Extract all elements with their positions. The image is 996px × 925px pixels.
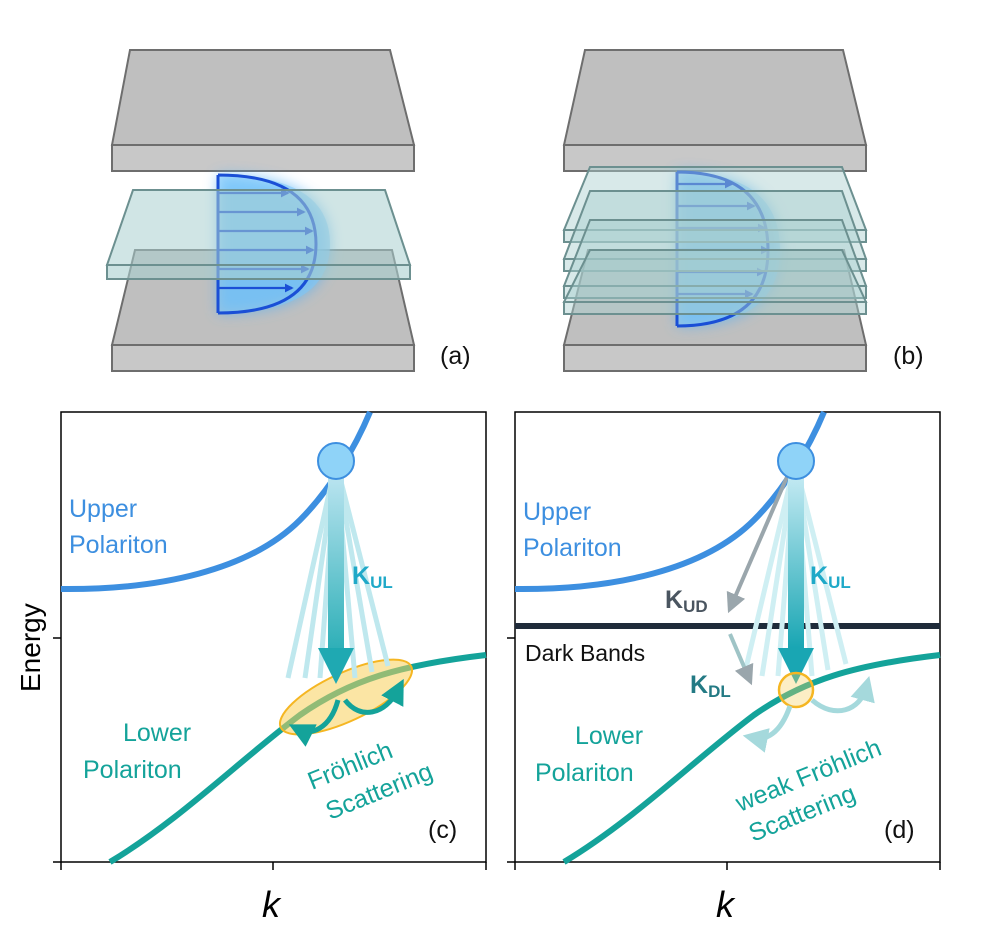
- plot-frame: [60, 411, 487, 863]
- upper-polariton-label-line1: Upper: [523, 498, 591, 526]
- top-mirror: [110, 49, 416, 172]
- scattering-region-highlight: [777, 671, 815, 709]
- dark-bands-label: Dark Bands: [525, 640, 645, 666]
- panel-a: (a): [105, 49, 471, 372]
- initial-state-circle: [317, 442, 355, 480]
- panel-d: Upper Polariton Dark Bands Lower Polarit…: [507, 410, 941, 925]
- panel-c-label: (c): [428, 816, 457, 844]
- kdl-label: KDL: [690, 671, 731, 701]
- weak-frohlich-scattering-arrows: [742, 675, 875, 753]
- lower-polariton-label-line2: Polariton: [535, 759, 634, 787]
- panel-b-label: (b): [893, 342, 924, 370]
- material-layers-stack: [562, 166, 868, 315]
- x-axis-label: k: [716, 884, 736, 925]
- kud-sub: UD: [683, 597, 708, 616]
- kdl-main: K: [690, 671, 708, 699]
- upper-polariton-label-line2: Polariton: [523, 534, 622, 562]
- lower-polariton-label-line1: Lower: [575, 722, 643, 750]
- lower-polariton-label-line2: Polariton: [83, 756, 182, 784]
- panel-c: Upper Polariton Lower Polariton KUL Fröh…: [15, 410, 487, 925]
- y-axis-label: Energy: [15, 603, 46, 692]
- kdl-arrow: [728, 633, 754, 686]
- plot-frame: [514, 411, 941, 863]
- top-mirror: [562, 49, 868, 172]
- lower-polariton-curve: [562, 652, 941, 865]
- upper-polariton-label-line1: Upper: [69, 495, 137, 523]
- kul-sub: UL: [370, 573, 393, 592]
- kdl-sub: DL: [708, 682, 731, 701]
- kud-arrow: [726, 469, 792, 614]
- axis-ticks: [53, 637, 487, 870]
- kud-main: K: [665, 586, 683, 614]
- kud-label: KUD: [665, 586, 708, 616]
- material-layer: [105, 189, 412, 280]
- kul-arrow: [778, 470, 814, 684]
- panel-b: (b): [562, 49, 924, 372]
- panel-a-label: (a): [440, 342, 471, 370]
- upper-polariton-label-line2: Polariton: [69, 531, 168, 559]
- kul-label: KUL: [352, 562, 393, 592]
- kul-main: K: [352, 562, 370, 590]
- kul-main: K: [810, 562, 828, 590]
- initial-state-circle: [777, 442, 815, 480]
- axis-ticks: [507, 637, 941, 870]
- kul-sub: UL: [828, 573, 851, 592]
- panel-d-label: (d): [884, 816, 915, 844]
- x-axis-label: k: [262, 884, 282, 925]
- lower-polariton-label-line1: Lower: [123, 719, 191, 747]
- frohlich-scattering-arrows: [288, 678, 404, 747]
- kul-label: KUL: [810, 562, 851, 592]
- kul-arrow: [318, 470, 354, 684]
